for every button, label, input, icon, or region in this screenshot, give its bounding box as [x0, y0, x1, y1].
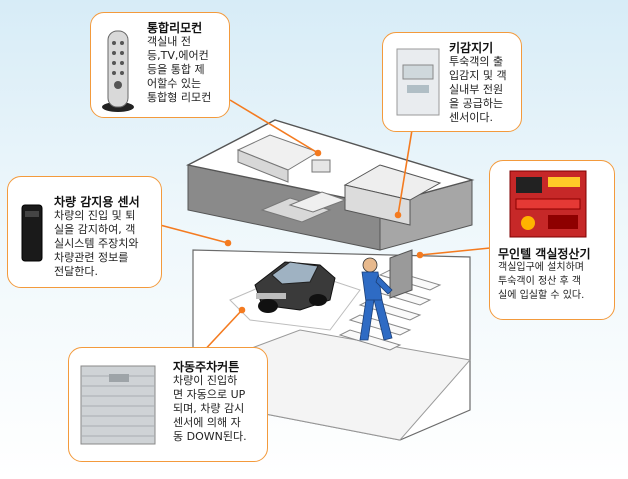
callout-line: 전달한다.: [54, 265, 98, 278]
callout-line: 센서이다.: [449, 111, 493, 124]
parking-curtain-icon: [79, 364, 157, 446]
callout-line: 을 공급하는: [449, 97, 504, 110]
vehicle-sensor-icon: [20, 203, 44, 263]
callout-line: 등,TV,에어컨: [147, 49, 209, 62]
callout-line: 객실입구에 설치하며: [498, 262, 584, 273]
callout-vehicle-sensor: 차량 감지용 센서 차량의 진입 및 퇴 실을 감지하여, 객 실시스템 주장치…: [7, 176, 162, 288]
callout-line: 어할수 있는: [147, 77, 202, 90]
callout-line: 실에 입실할 수 있다.: [498, 290, 585, 301]
settlement-machine-icon: [508, 169, 588, 239]
callout-line: 되며, 차량 감시: [173, 402, 245, 415]
callout-line: 차량이 진입하: [173, 374, 238, 387]
callout-remote-control: 통합리모컨 객실내 전 등,TV,에어컨 등을 통합 제 어할수 있는 통합형 …: [90, 12, 230, 118]
callout-line: 객실내 전: [147, 35, 191, 48]
callout-line: 입감지 및 객: [449, 69, 507, 82]
callout-title: 차량 감지용 센서: [54, 195, 140, 209]
remote-control-icon: [101, 27, 135, 113]
callout-line: 실을 감지하여, 객: [54, 223, 136, 236]
car-icon: [254, 261, 336, 313]
callout-key-sensor: 키감지기 투숙객의 출 입감지 및 객 실내부 전원 을 공급하는 센서이다.: [382, 32, 522, 132]
callout-line: 실내부 전원: [449, 83, 504, 96]
callout-line: 차량의 진입 및 퇴: [54, 209, 136, 222]
callout-title: 통합리모컨: [147, 21, 203, 35]
callout-settlement-machine: 무인텔 객실정산기 객실입구에 설치하며 투숙객이 정산 후 객 실에 입실할 …: [489, 160, 615, 320]
person-icon: [359, 257, 393, 341]
callout-title: 키감지기: [449, 41, 494, 55]
callout-line: 투숙객이 정산 후 객: [498, 276, 582, 287]
callout-line: 면 자동으로 UP: [173, 388, 246, 401]
callout-line: 실시스템 주장치와: [54, 237, 139, 250]
key-sensor-icon: [395, 47, 441, 117]
callout-line: 투숙객의 출: [449, 55, 504, 68]
callout-parking-curtain: 자동주차커튼 차량이 진입하 면 자동으로 UP 되며, 차량 감시 센서에 의…: [68, 347, 268, 462]
callout-line: 센서에 의해 자: [173, 416, 241, 429]
callout-line: 통합형 리모컨: [147, 91, 212, 104]
callout-title: 자동주차커튼: [173, 360, 240, 374]
callout-title: 무인텔 객실정산기: [498, 247, 591, 261]
callout-line: 등을 통합 제: [147, 63, 205, 76]
callout-line: 차량관련 정보를: [54, 251, 129, 264]
callout-line: 동 DOWN된다.: [173, 430, 247, 443]
